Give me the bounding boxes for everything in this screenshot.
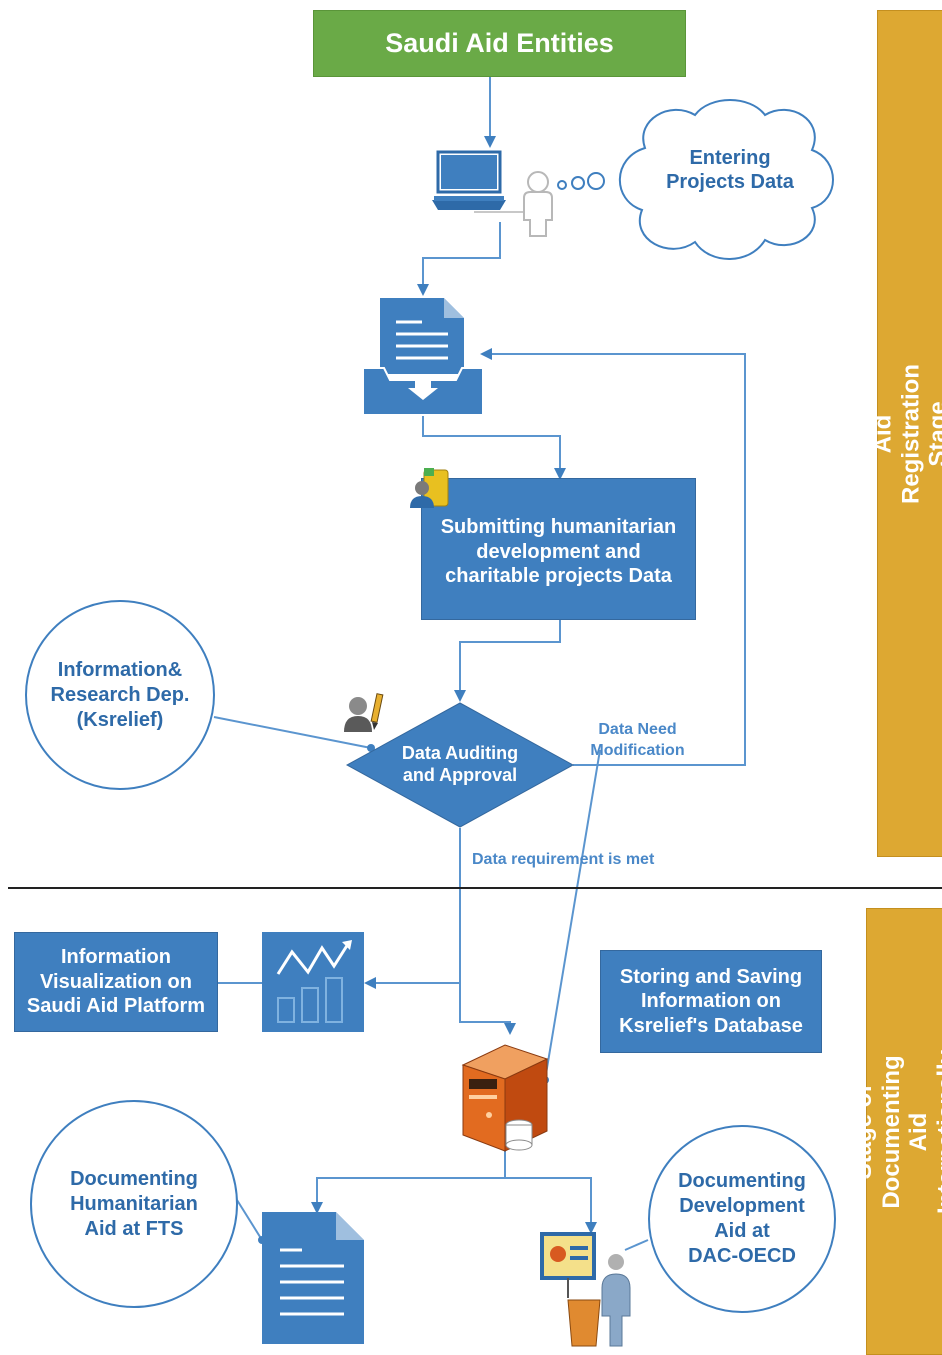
storing-box: Storing and Saving Information on Ksreli…	[600, 950, 822, 1053]
visualization-box: Information Visualization on Saudi Aid P…	[14, 932, 218, 1032]
arrow-submit-to-decision	[454, 620, 561, 702]
arrow-server-to-document	[311, 1150, 506, 1214]
document-icon	[262, 1212, 364, 1344]
data-requirement-met-label: Data requirement is met	[472, 851, 655, 868]
documenting-stage-bar: Stage of Documenting Aid Internationally	[850, 908, 942, 1355]
arrow-server-to-presenter	[505, 1177, 597, 1234]
visualization-text: Information Visualization on Saudi Aid P…	[26, 946, 206, 1018]
aid-registration-stage-label: Aid Registration Stage	[869, 363, 942, 504]
laptop-icon	[432, 150, 506, 210]
arrow-inbox-to-submit	[422, 416, 566, 480]
thought-bubble-icon	[557, 99, 834, 260]
info-research-dept-circle: Information& Research Dep. (Ksrelief)	[25, 600, 215, 790]
documenting-dac-oecd-text: Documenting Development Aid at DAC-OECD	[678, 1170, 806, 1267]
user-icon	[474, 171, 553, 237]
cloud-label: Entering Projects Data	[666, 146, 794, 193]
user-folder-icon	[410, 468, 449, 508]
line-dac-to-presenter	[624, 1239, 649, 1251]
document-inbox-icon	[364, 298, 482, 414]
title-text: Saudi Aid Entities	[385, 28, 614, 59]
line-info-to-decision	[213, 716, 372, 749]
aid-registration-stage-bar: Aid Registration Stage	[869, 10, 942, 857]
documenting-dac-oecd-circle: Documenting Development Aid at DAC-OECD	[648, 1125, 836, 1313]
server-database-icon	[461, 1044, 549, 1152]
line-fts-to-document	[236, 1199, 263, 1241]
info-research-dept-text: Information& Research Dep. (Ksrelief)	[50, 658, 190, 731]
arrow-decision-to-server	[459, 828, 516, 1035]
title-box: Saudi Aid Entities	[313, 10, 686, 77]
storing-text: Storing and Saving Information on Ksreli…	[619, 965, 803, 1037]
presenter-icon	[540, 1232, 631, 1347]
chart-icon	[262, 932, 364, 1032]
data-need-modification-label: Data Need Modification	[590, 721, 685, 759]
submit-projects-box: Submitting humanitarian development and …	[421, 478, 696, 620]
line-storing-to-server	[544, 749, 601, 1081]
documenting-stage-label: Stage of Documenting Aid Internationally	[849, 1049, 942, 1214]
arrow-laptop-to-inbox	[417, 222, 501, 296]
decision-diamond	[345, 702, 575, 828]
documenting-fts-text: Documenting Humanitarian Aid at FTS	[70, 1167, 198, 1240]
decision-label: Data Auditing and Approval	[401, 743, 519, 785]
user-edit-icon	[344, 693, 384, 732]
submit-projects-text: Submitting humanitarian development and …	[440, 516, 677, 588]
arrow-decision-to-inbox	[480, 348, 746, 766]
documenting-fts-circle: Documenting Humanitarian Aid at FTS	[30, 1100, 238, 1308]
